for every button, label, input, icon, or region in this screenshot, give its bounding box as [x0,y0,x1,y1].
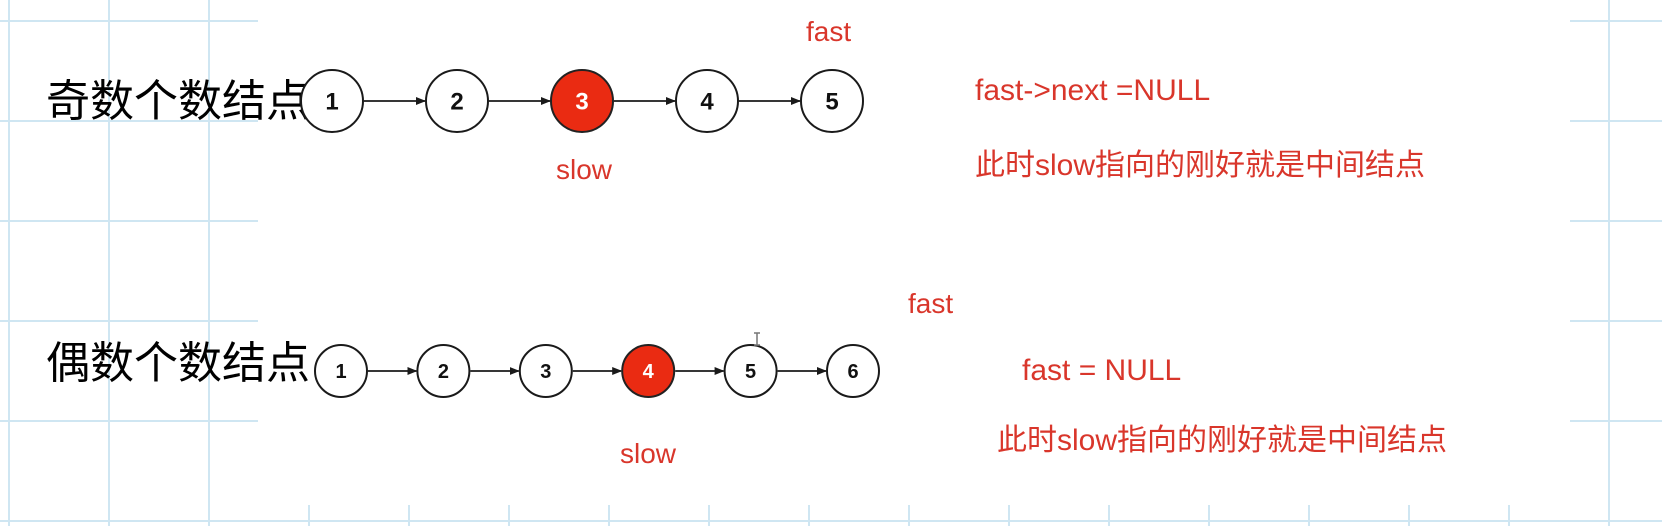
even-node-label: 1 [335,361,346,383]
odd-node-4 [675,69,739,133]
even-node-label: 6 [847,361,858,383]
odd-node-label: 2 [450,89,463,116]
even-node-label: 3 [540,361,551,383]
odd-node-label: 1 [325,89,338,116]
odd-fast-label: fast [806,16,852,47]
odd-node-label: 4 [700,89,714,116]
even-node-label: 2 [438,361,449,383]
odd-slow-label: slow [556,154,613,185]
even-condition: fast = NULL [1022,354,1182,387]
even-fast-label: fast [908,288,954,319]
even-node-5 [723,344,778,398]
even-note: 此时slow指向的刚好就是中间结点 [997,424,1448,457]
even-node-3 [518,344,573,398]
even-node-1 [314,344,368,398]
odd-node-1 [300,69,364,133]
odd-linked-list: 1 2 3 4 5 [300,69,864,133]
even-section-title: 偶数个数结点 [46,338,310,389]
odd-section-title: 奇数个数结点 [46,76,310,127]
odd-node-5 [800,69,864,133]
even-node-label: 5 [745,361,756,383]
odd-node-label: 5 [825,89,838,116]
odd-node-2 [425,69,489,133]
even-node-6 [826,344,880,398]
text-cursor-icon [754,332,760,346]
odd-note: 此时slow指向的刚好就是中间结点 [975,149,1426,182]
odd-condition: fast->next =NULL [975,74,1211,107]
odd-node-3-slow [550,69,614,133]
even-node-2 [416,344,471,398]
even-node-4-slow [621,344,676,398]
odd-node-label: 3 [575,89,588,116]
even-slow-label: slow [620,438,677,469]
even-linked-list: 1 2 3 4 5 6 [314,344,880,398]
even-node-label: 4 [643,361,655,383]
